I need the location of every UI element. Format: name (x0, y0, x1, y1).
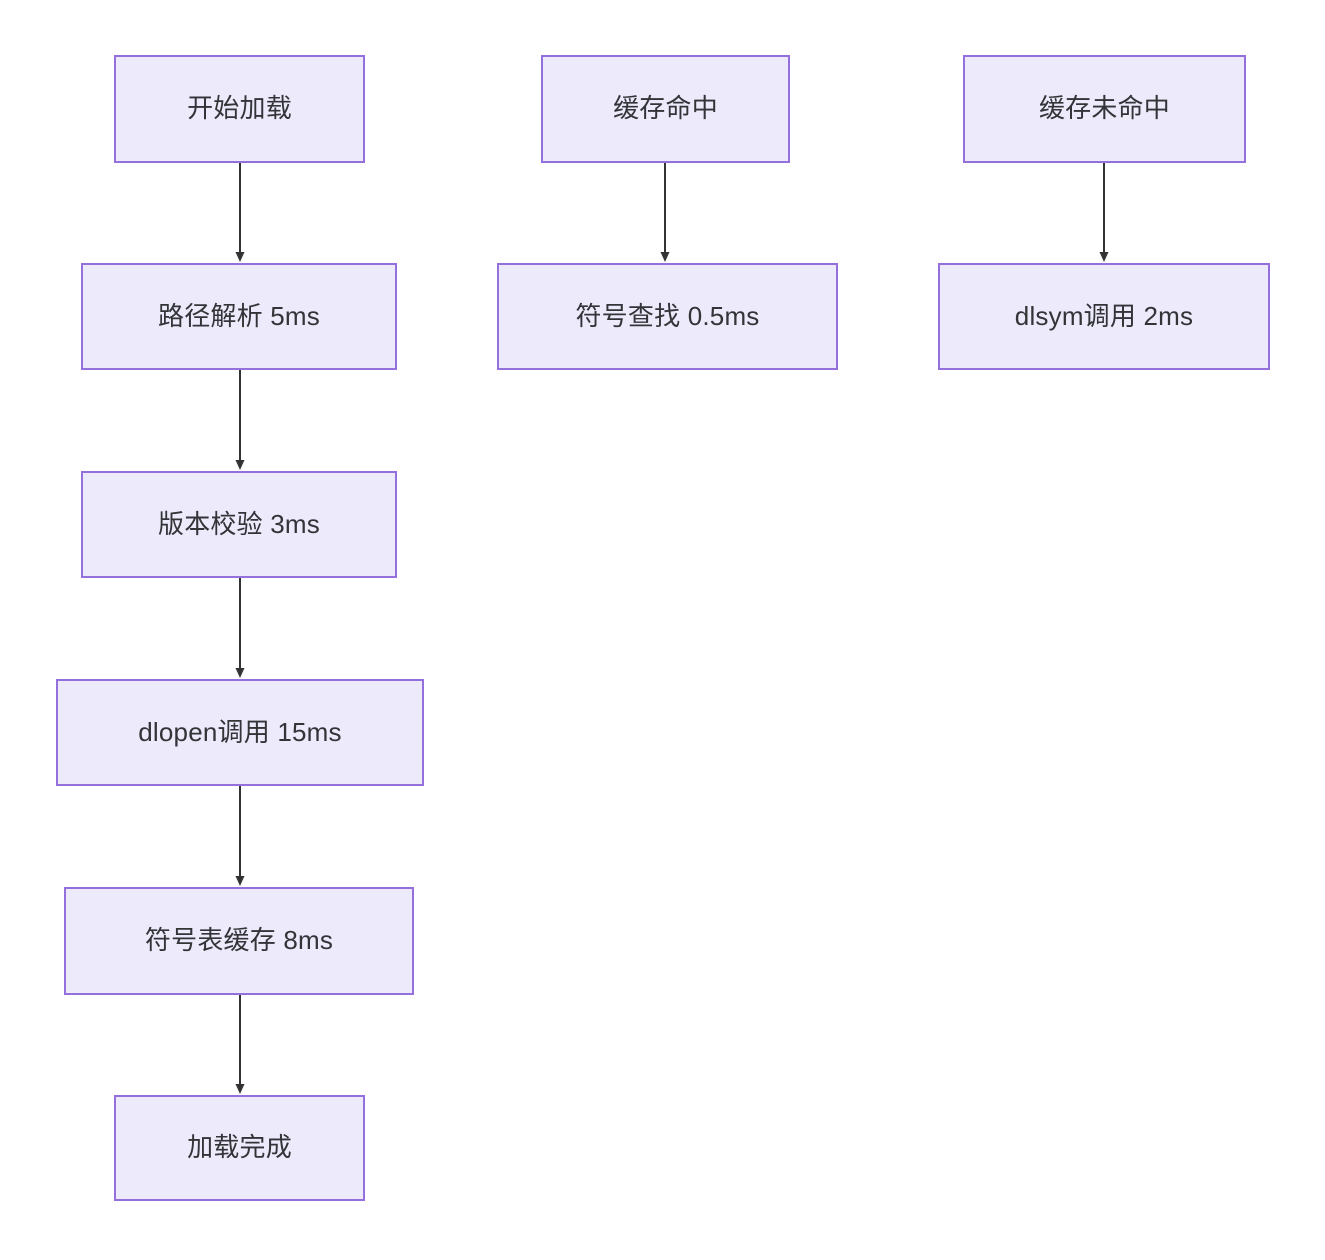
flow-node-label: 符号查找 0.5ms (575, 300, 760, 331)
flow-node-label: 缓存命中 (613, 93, 718, 124)
flow-node-label: dlsym调用 2ms (1014, 300, 1194, 331)
flow-node-r1[interactable]: 缓存未命中 (963, 55, 1246, 163)
flow-node-n3[interactable]: 版本校验 3ms (81, 471, 397, 578)
flow-node-label: 版本校验 3ms (158, 508, 320, 539)
flow-node-m1[interactable]: 缓存命中 (541, 55, 790, 163)
flow-node-label: 加载完成 (187, 1132, 292, 1163)
flow-node-label: 缓存未命中 (1038, 93, 1170, 124)
flow-node-n2[interactable]: 路径解析 5ms (81, 263, 397, 370)
flow-node-n1[interactable]: 开始加载 (114, 55, 365, 163)
flow-node-label: 符号表缓存 8ms (144, 925, 334, 956)
flow-node-m2[interactable]: 符号查找 0.5ms (497, 263, 838, 370)
flow-node-label: 开始加载 (187, 93, 292, 124)
flow-node-label: 路径解析 5ms (158, 300, 320, 331)
flow-node-r2[interactable]: dlsym调用 2ms (938, 263, 1270, 370)
flow-node-n4[interactable]: dlopen调用 15ms (56, 679, 424, 786)
flow-node-label: dlopen调用 15ms (138, 716, 342, 747)
flow-node-n6[interactable]: 加载完成 (114, 1095, 365, 1201)
flow-node-n5[interactable]: 符号表缓存 8ms (64, 887, 414, 995)
